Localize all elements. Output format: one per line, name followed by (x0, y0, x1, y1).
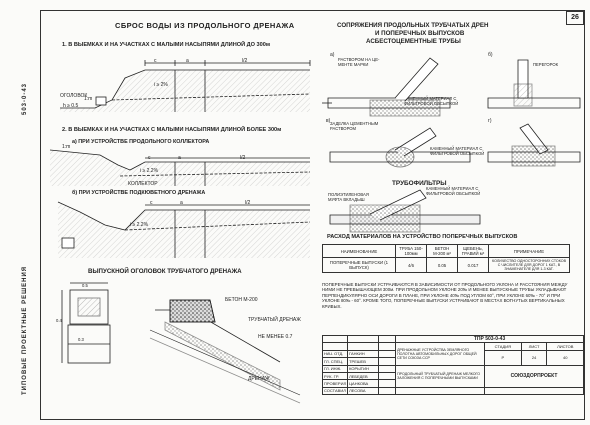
panel-b-label: б) (488, 52, 493, 58)
panel-g-label: г) (488, 118, 492, 124)
dim-04: 0.4 (56, 318, 62, 323)
dim-05: 0.5 (82, 283, 88, 288)
trubofilters-title: ТРУБОФИЛЬТРЫ (392, 180, 447, 187)
junction-a (322, 57, 451, 117)
panel-a-label: а) (330, 52, 335, 58)
junction-b (487, 59, 581, 109)
materials-cell: КОЛИЧЕСТВО ОДНОСТОРОННИХ СТОКОВ С ЧИСЛИТ… (488, 257, 570, 273)
profile-case1 (60, 60, 311, 112)
junction-v (329, 127, 471, 168)
materials-table: НАИМЕНОВАНИЕ ТРУБА 150-100мм БЕТОН М-200… (322, 244, 570, 273)
outlet-section-drawing (149, 299, 301, 404)
case2-title: 2. В ВЫЕМКАХ И НА УЧАСТКАХ С МАЛЫМИ НАСЫ… (62, 127, 282, 133)
label-l2: l/2 (242, 58, 248, 64)
gravel-label-3: КАМЕННЫЙ МАТЕРИАЛ С ФИЛЬТРОВОЙ ОБСЫПКОЙ (426, 186, 481, 196)
profile-case2b (57, 201, 311, 258)
label-m1: 1:m (84, 96, 93, 102)
stamp-sheets-label: ЛИСТОВ (546, 342, 584, 351)
case1-title: 1. В ВЫЕМКАХ И НА УЧАСТКАХ С МАЛЫМИ НАСЫ… (62, 42, 271, 48)
materials-header-cell: ЩЕБЕНЬ, ГРАВИЙ м³ (457, 244, 489, 258)
materials-data-row: ПОПЕРЕЧНЫЕ ВЫПУСКИ (1 ВЫПУСК) 4/6 0.05 0… (322, 257, 570, 273)
label-c-2b: c (150, 200, 153, 206)
table-title: РАСХОД МАТЕРИАЛОВ НА УСТРОЙСТВО ПОПЕРЕЧН… (327, 234, 518, 240)
outlet-head-drawing (61, 282, 111, 364)
gravel-label-2: КАМЕННЫЙ МАТЕРИАЛ С ФИЛЬТРОВОЙ ОБСЫПКОЙ (430, 146, 485, 156)
mufta-label: ПОЛИЭТИЛЕНОВАЯ МУФТА ВКЛАДЫШ (328, 192, 369, 202)
label-l2-2b: l/2 (245, 200, 251, 206)
stamp-sheets: 40 (546, 349, 584, 366)
stamp-sheet-label: ЛИСТ (520, 342, 548, 351)
label-ne-menee: НЕ МЕНЕЕ 0.7 (258, 334, 293, 340)
label-h: h ≥ 0.5 (63, 103, 79, 109)
panel-v-label: в) (326, 118, 331, 124)
zadelka-label: ЗАДЕЛКА ЦЕМЕНТНЫМ РАСТВОРОМ (330, 121, 379, 131)
left-title: СБРОС ВОДЫ ИЗ ПРОДОЛЬНОГО ДРЕНАЖА (115, 21, 295, 30)
outlet-title: ВЫПУСКНОЙ ОГОЛОВОК ТРУБЧАТОГО ДРЕНАЖА (88, 268, 242, 275)
sheet-frame (40, 10, 585, 420)
label-trub-drain: ТРУБЧАТЫЙ ДРЕНАЖ (248, 317, 301, 323)
materials-cell: 0.017 (457, 257, 489, 273)
label-a-2b: a (180, 200, 183, 206)
peregorok-label: ПЕРЕГОРОК (533, 62, 559, 67)
junction-g (487, 123, 581, 167)
materials-cell: ПОПЕРЕЧНЫЕ ВЫПУСКИ (1 ВЫПУСК) (322, 257, 396, 273)
profile-case2a (49, 149, 311, 186)
dim-03: 0.3 (78, 337, 84, 342)
page-number: 26 (566, 11, 584, 25)
explanatory-paragraph: ПОПЕРЕЧНЫЕ ВЫПУСКИ УСТРАИВАЮТСЯ В ЗАВИСИ… (322, 282, 568, 309)
stamp-role: СОСТАВИЛ (321, 386, 349, 396)
label-m2: 1:m (62, 144, 71, 150)
case2b-title: б) ПРИ УСТРОЙСТВЕ ПОДКЮВЕТНОГО ДРЕНАЖА (72, 190, 206, 196)
label-c: c (154, 58, 157, 64)
right-title-1: СОПРЯЖЕНИЯ ПРОДОЛЬНЫХ ТРУБЧАТЫХ ДРЕН (337, 22, 489, 29)
right-title-3: АСБЕСТОЦЕМЕНТНЫЕ ТРУБЫ (366, 38, 461, 45)
label-beton: БЕТОН М-200 (225, 297, 258, 303)
case2a-title: а) ПРИ УСТРОЙСТВЕ ПРОДОЛЬНОГО КОЛЛЕКТОРА (72, 139, 210, 145)
label-a: a (186, 58, 189, 64)
title-block: ТПР 503-0-43 ДРЕНАЖНЫЕ УСТРОЙСТВА ЗЕМЛЯН… (321, 334, 584, 396)
trubofilter-junction (329, 189, 481, 233)
pipe-note: РАСТВОРОМ НА ЦЕ- МЕНТЕ МАРКИ (338, 57, 380, 67)
label-ogolovok: ОГОЛОВОК (60, 93, 88, 99)
right-title-2: И ПОПЕРЕЧНЫХ ВЫПУСКОВ (375, 30, 465, 37)
